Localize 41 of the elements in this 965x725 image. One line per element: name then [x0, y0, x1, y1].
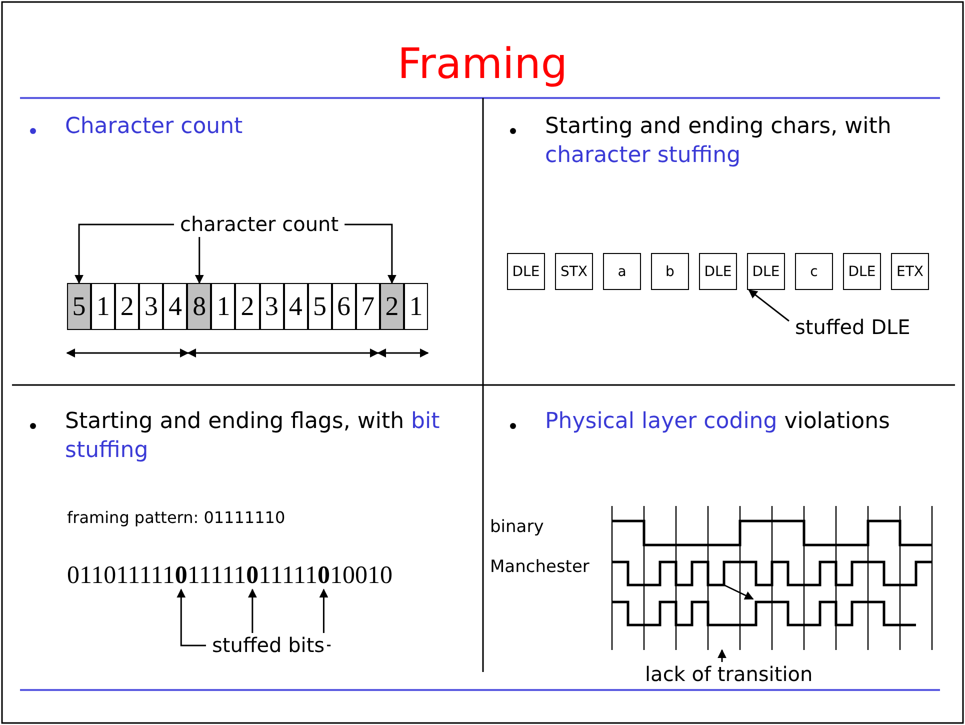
frame-byte-box: b	[651, 253, 689, 290]
bit-string: 011011111011111011111010010	[67, 562, 392, 590]
row-label: binary	[490, 516, 544, 538]
title: Framing	[396, 38, 568, 90]
frame-byte-box: DLE	[699, 253, 737, 290]
count-cell: 2	[235, 283, 260, 330]
count-cell: 1	[91, 283, 116, 330]
count-cell: 1	[211, 283, 236, 330]
leader-line	[176, 588, 206, 646]
count-cell: 3	[260, 283, 284, 330]
count-cell: 5	[308, 283, 332, 330]
waveform-drawing	[611, 506, 933, 650]
count-cell: 3	[139, 283, 164, 330]
leader-line	[74, 224, 174, 284]
count-cell: 2	[115, 283, 140, 330]
frame-byte-box: a	[603, 253, 641, 290]
count-cell: 6	[332, 283, 356, 330]
frame-byte-box: DLE	[843, 253, 881, 290]
bullet-heading: Starting and ending flags, with bit stuffing	[65, 408, 441, 465]
count-cell: 2	[380, 283, 404, 330]
leader-line	[344, 224, 396, 284]
leader-line	[748, 289, 790, 322]
count-cell: 8	[187, 283, 212, 330]
bullet-heading: Character count	[65, 113, 244, 141]
pattern-text: framing pattern: 01111110	[67, 508, 286, 529]
count-cell: 4	[163, 283, 188, 330]
row-label: Manchester	[490, 556, 590, 578]
frame-byte-box: DLE	[747, 253, 785, 290]
leader-line	[248, 588, 257, 633]
frame-byte-box: ETX	[891, 253, 929, 290]
leader-line	[194, 237, 204, 284]
leader-line	[718, 649, 726, 662]
bullet-heading: Starting and ending chars, with character stuffing	[545, 113, 892, 170]
count-cell: 1	[404, 283, 428, 330]
frame-byte-box: c	[795, 253, 833, 290]
count-cell: 5	[67, 283, 92, 330]
count-cell: 4	[284, 283, 308, 330]
count-cell: 7	[356, 283, 380, 330]
frame-byte-box: STX	[555, 253, 593, 290]
bullet-heading: Physical layer coding violations	[545, 408, 892, 436]
frame-byte-box: DLE	[507, 253, 545, 290]
